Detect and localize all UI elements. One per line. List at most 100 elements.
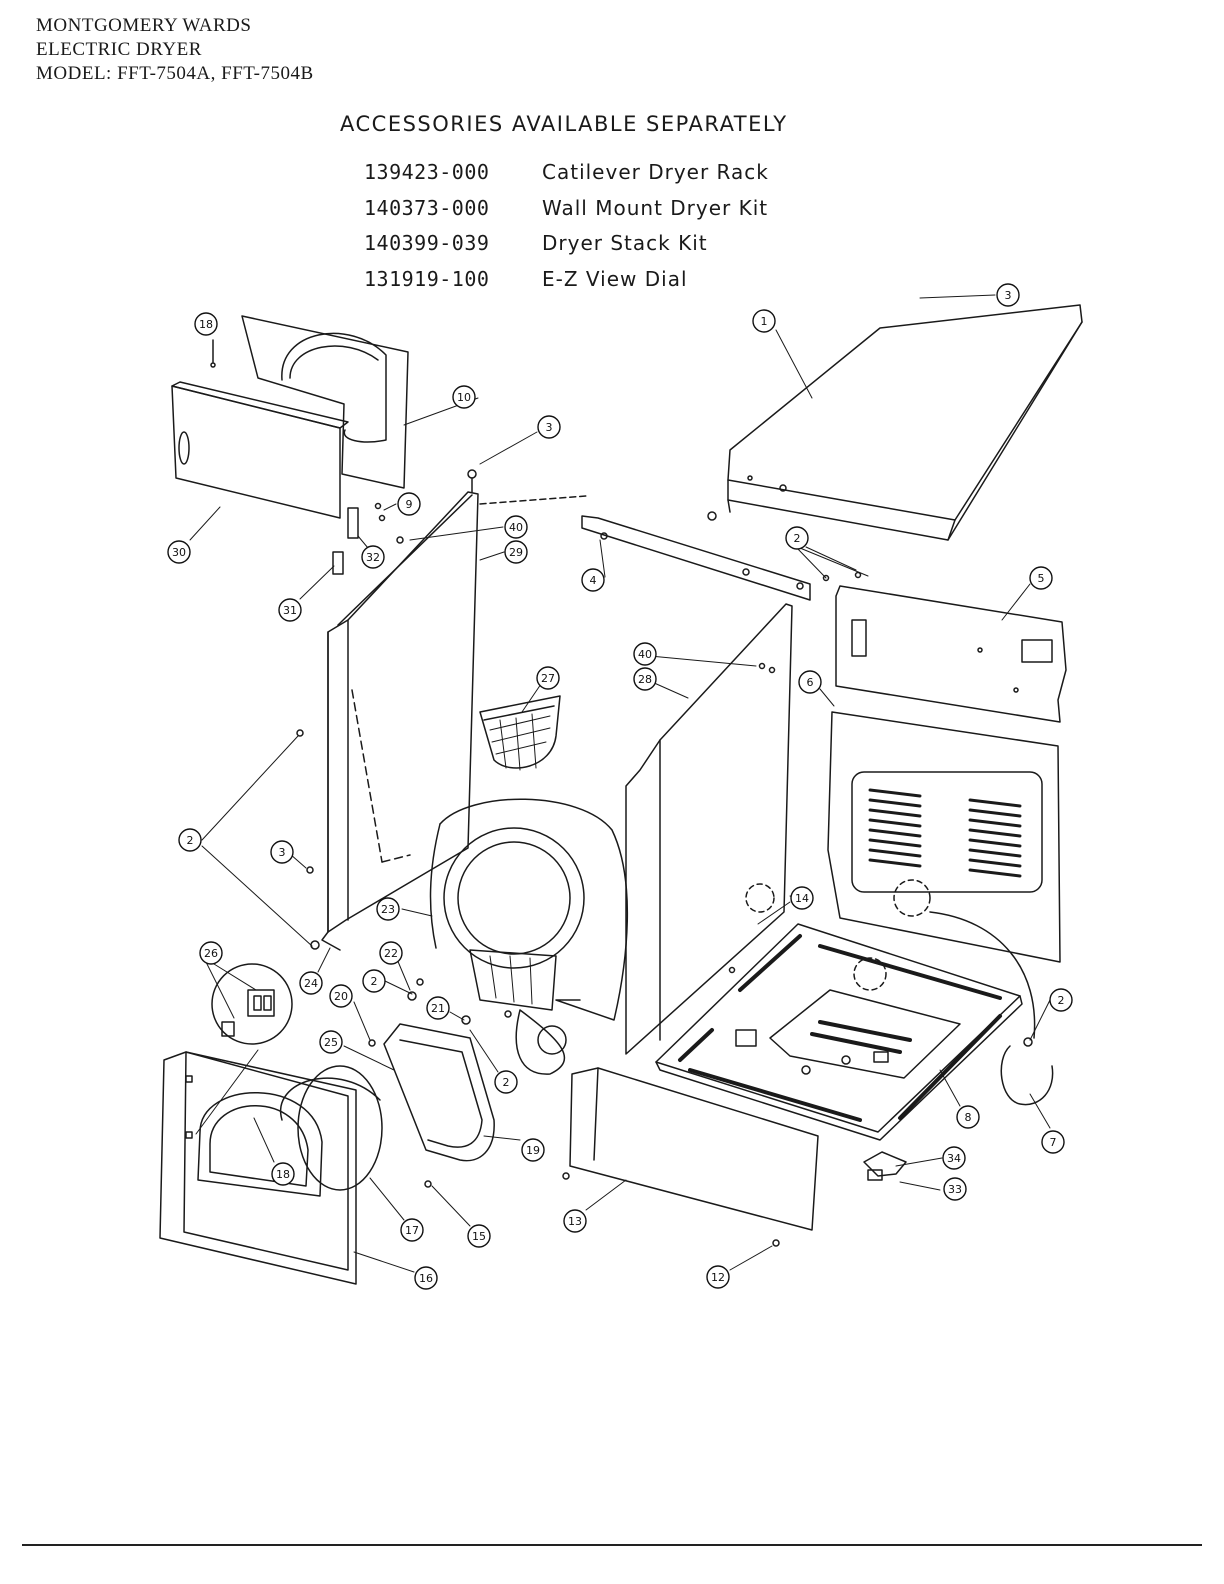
accessory-description: Catilever Dryer Rack: [542, 160, 769, 184]
callout-label: 30: [172, 546, 186, 559]
callout-7: 7: [1041, 1130, 1065, 1154]
door-drawing: [171, 315, 409, 519]
callout-label: 18: [276, 1168, 290, 1181]
callout-6: 6: [798, 670, 822, 694]
duct-drawing: [383, 1023, 495, 1162]
bottom-rule: [22, 1544, 1202, 1546]
callout-20: 20: [329, 984, 353, 1008]
callout-32: 32: [361, 545, 385, 569]
callout-29: 29: [504, 540, 528, 564]
callout-8: 8: [956, 1105, 980, 1129]
callout-label: 4: [590, 574, 597, 587]
callout-28: 28: [633, 667, 657, 691]
callout-23: 23: [376, 897, 400, 921]
callout-12: 12: [706, 1265, 730, 1289]
base-drawing: [655, 923, 1023, 1141]
accessories-title: ACCESSORIES AVAILABLE SEPARATELY: [340, 112, 788, 136]
callout-label: 34: [947, 1152, 961, 1165]
toe-kick-drawing: [569, 1067, 819, 1231]
callout-label: 5: [1038, 572, 1045, 585]
callout-label: 2: [794, 532, 801, 545]
callout-label: 16: [419, 1272, 433, 1285]
callout-label: 40: [638, 648, 652, 661]
callout-31: 31: [278, 598, 302, 622]
callout-label: 13: [568, 1215, 582, 1228]
accessory-part-number: 139423-000: [364, 160, 490, 184]
callout-label: 25: [324, 1036, 338, 1049]
callout-10: 10: [452, 385, 476, 409]
callout-24: 24: [299, 971, 323, 995]
callout-2: 2: [178, 828, 202, 852]
callout-19: 19: [521, 1138, 545, 1162]
door-switch-inset-drawing: [211, 963, 293, 1045]
callout-2: 2: [785, 526, 809, 550]
callout-40: 40: [633, 642, 657, 666]
callout-5: 5: [1029, 566, 1053, 590]
callout-17: 17: [400, 1218, 424, 1242]
callout-label: 24: [304, 977, 318, 990]
callout-label: 17: [405, 1224, 419, 1237]
right-side-panel-drawing: [625, 603, 793, 1055]
callout-3: 3: [996, 283, 1020, 307]
accessory-description: E-Z View Dial: [542, 266, 688, 291]
callout-label: 31: [283, 604, 297, 617]
callout-9: 9: [397, 492, 421, 516]
callout-label: 33: [948, 1183, 962, 1196]
callout-label: 18: [199, 318, 213, 331]
callout-label: 21: [431, 1002, 445, 1015]
callout-label: 29: [509, 546, 523, 559]
callout-25: 25: [319, 1030, 343, 1054]
callout-2: 2: [362, 969, 386, 993]
callout-label: 20: [334, 990, 348, 1003]
callout-label: 7: [1050, 1136, 1057, 1149]
callout-label: 3: [1005, 289, 1012, 302]
accessory-row: 131919-100 E-Z View Dial: [364, 267, 769, 303]
document-header: MONTGOMERY WARDS ELECTRIC DRYER MODEL: F…: [36, 14, 314, 86]
callout-label: 10: [457, 391, 471, 404]
control-plate-drawing: [835, 585, 1067, 723]
callout-label: 3: [279, 846, 286, 859]
product-line: ELECTRIC DRYER: [36, 39, 202, 60]
callout-label: 32: [366, 551, 380, 564]
callout-40: 40: [504, 515, 528, 539]
accessories-list: 139423-000 Catilever Dryer Rack 140373-0…: [364, 160, 769, 302]
callout-label: 2: [371, 975, 378, 988]
callout-label: 28: [638, 673, 652, 686]
callout-22: 22: [379, 941, 403, 965]
callout-21: 21: [426, 996, 450, 1020]
callout-label: 27: [541, 672, 555, 685]
callout-label: 8: [965, 1111, 972, 1124]
callout-label: 19: [526, 1144, 540, 1157]
accessory-row: 139423-000 Catilever Dryer Rack: [364, 160, 769, 196]
callout-3: 3: [537, 415, 561, 439]
callout-label: 14: [795, 892, 809, 905]
callout-13: 13: [563, 1209, 587, 1233]
callout-label: 2: [1058, 994, 1065, 1007]
callout-14: 14: [790, 886, 814, 910]
callout-label: 23: [381, 903, 395, 916]
callout-18: 18: [271, 1162, 295, 1186]
callout-26: 26: [199, 941, 223, 965]
accessory-row: 140373-000 Wall Mount Dryer Kit: [364, 196, 769, 232]
accessory-row: 140399-039 Dryer Stack Kit: [364, 231, 769, 267]
accessory-part-number: 131919-100: [364, 266, 490, 291]
callout-2: 2: [1049, 988, 1073, 1012]
front-panel-drawing: [159, 1051, 357, 1285]
callout-label: 26: [204, 947, 218, 960]
callout-label: 22: [384, 947, 398, 960]
callout-label: 6: [807, 676, 814, 689]
rear-panel-drawing: [827, 711, 1061, 963]
callout-label: 3: [546, 421, 553, 434]
callout-label: 2: [503, 1076, 510, 1089]
callout-33: 33: [943, 1177, 967, 1201]
top-bracket-drawing: [479, 495, 862, 601]
switch-drawing: [863, 1151, 907, 1181]
callout-30: 30: [167, 540, 191, 564]
left-side-panel-drawing: [296, 469, 479, 951]
callout-4: 4: [581, 568, 605, 592]
callout-34: 34: [942, 1146, 966, 1170]
accessory-description: Wall Mount Dryer Kit: [542, 195, 769, 220]
power-cord-drawing: [929, 911, 1054, 1106]
callout-label: 2: [187, 834, 194, 847]
